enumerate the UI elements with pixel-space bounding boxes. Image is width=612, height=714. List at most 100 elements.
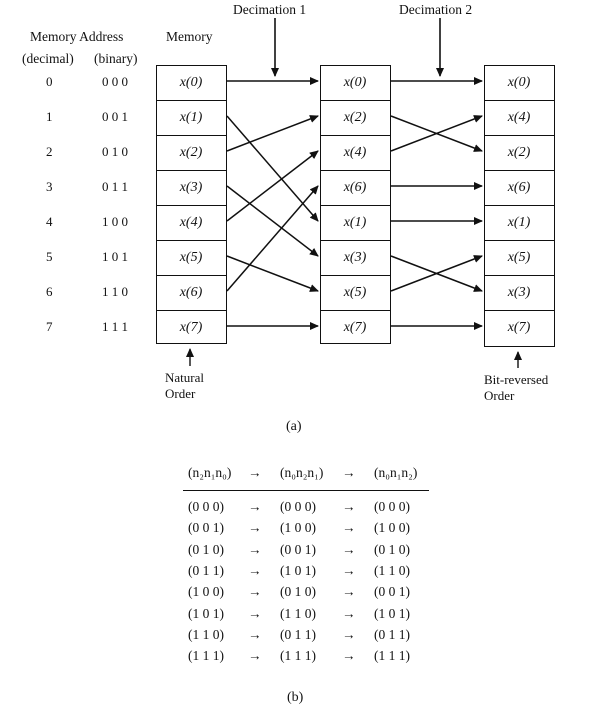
cell-divider — [157, 310, 226, 311]
memory-cell: x(4) — [343, 144, 367, 160]
natural-order-label-line1: Natural — [165, 370, 204, 385]
memory-cell: x(3) — [507, 284, 531, 300]
table-cell: (1 0 0) — [188, 584, 224, 600]
table-arrow: → — [342, 648, 356, 664]
address-binary: 0 1 1 — [102, 179, 128, 194]
address-decimal: 4 — [46, 214, 53, 229]
memory-column-bit-reversed: x(0)x(4)x(2)x(6)x(1)x(5)x(3)x(7) — [484, 65, 555, 347]
reorder-arrow — [390, 115, 483, 152]
table-cell: (0 0 1) — [188, 520, 224, 536]
decimation-2-label: Decimation 2 — [399, 2, 473, 17]
table-arrow: → — [342, 605, 356, 621]
address-binary: 0 1 0 — [102, 144, 128, 159]
memory-cell: x(5) — [507, 249, 531, 265]
table-cell: (0 0 1) — [280, 541, 316, 557]
table-cell: (0 1 1) — [374, 626, 410, 642]
reorder-arrow — [226, 115, 319, 222]
memory-cell: x(2) — [343, 109, 367, 125]
table-arrow: → — [342, 541, 356, 557]
table-cell: (1 1 1) — [280, 648, 316, 664]
table-cell: (1 0 1) — [280, 562, 316, 578]
memory-cell: x(1) — [179, 109, 203, 125]
table-arrow: → — [248, 562, 262, 578]
cell-divider — [321, 170, 390, 171]
memory-cell: x(4) — [179, 214, 203, 230]
address-binary: 1 0 1 — [102, 249, 128, 264]
cell-divider — [321, 275, 390, 276]
table-cell: (1 1 1) — [374, 648, 410, 664]
memory-header: Memory — [166, 29, 213, 44]
memory-cell: x(0) — [179, 74, 203, 90]
memory-cell: x(1) — [343, 214, 367, 230]
memory-cell: x(7) — [343, 319, 367, 335]
decimal-header: (decimal) — [22, 51, 74, 66]
table-arrow: → — [248, 541, 262, 557]
table-cell: (1 1 0) — [374, 562, 410, 578]
memory-cell: x(6) — [179, 284, 203, 300]
cell-divider — [321, 240, 390, 241]
table-cell: (0 1 0) — [188, 541, 224, 557]
natural-order-label-line2: Order — [165, 386, 196, 401]
bit-reversed-label-line2: Order — [484, 388, 515, 403]
table-cell: (1 0 0) — [280, 520, 316, 536]
memory-cell: x(7) — [179, 319, 203, 335]
address-binary: 1 0 0 — [102, 214, 128, 229]
bit-reversed-label-line1: Bit-reversed — [484, 372, 549, 387]
table-cell: (0 0 0) — [374, 499, 410, 514]
memory-cell: x(3) — [179, 179, 203, 195]
cell-divider — [485, 205, 554, 206]
memory-cell: x(5) — [343, 284, 367, 300]
caption-a: (a) — [286, 419, 302, 434]
cell-divider — [157, 205, 226, 206]
table-cell: (0 0 0) — [280, 499, 316, 514]
address-binary: 1 1 0 — [102, 284, 128, 299]
cell-divider — [485, 275, 554, 276]
cell-divider — [321, 310, 390, 311]
table-arrow: → — [342, 626, 356, 642]
table-divider — [183, 490, 429, 491]
table-cell: (0 1 1) — [188, 562, 224, 578]
memory-cell: x(3) — [343, 249, 367, 265]
table-arrow: → — [248, 648, 262, 664]
cell-divider — [485, 100, 554, 101]
table-arrow: → — [248, 465, 262, 480]
table-arrow: → — [342, 499, 356, 514]
caption-b: (b) — [287, 690, 304, 705]
table-cell: (0 0 0) — [188, 499, 224, 514]
decimation-1-label: Decimation 1 — [233, 2, 307, 17]
cell-divider — [485, 240, 554, 241]
memory-cell: x(0) — [507, 74, 531, 90]
cell-divider — [157, 275, 226, 276]
binary-header: (binary) — [94, 51, 138, 66]
memory-cell: x(2) — [507, 144, 531, 160]
table-cell: (n₀n₂n₁) — [280, 465, 324, 480]
reorder-arrow — [226, 185, 319, 292]
address-decimal: 1 — [46, 109, 53, 124]
table-cell: (1 1 1) — [188, 648, 224, 664]
cell-divider — [485, 170, 554, 171]
table-cell: (1 1 0) — [280, 605, 316, 621]
memory-cell: x(7) — [507, 319, 531, 335]
address-decimal: 0 — [46, 74, 53, 89]
table-cell: (0 1 0) — [374, 541, 410, 557]
reorder-arrow — [226, 255, 319, 292]
cell-divider — [157, 170, 226, 171]
reorder-arrow — [390, 255, 483, 292]
cell-divider — [157, 100, 226, 101]
memory-cell: x(6) — [507, 179, 531, 195]
cell-divider — [157, 135, 226, 136]
table-arrow: → — [342, 520, 356, 536]
reorder-arrow — [226, 150, 319, 222]
table-arrow: → — [248, 605, 262, 621]
cell-divider — [321, 100, 390, 101]
table-arrow: → — [342, 562, 356, 578]
table-cell: (1 0 1) — [374, 605, 410, 621]
address-binary: 1 1 1 — [102, 319, 128, 334]
table-arrow: → — [248, 520, 262, 536]
cell-divider — [485, 310, 554, 311]
reorder-arrow — [226, 115, 319, 152]
table-cell: (1 0 0) — [374, 520, 410, 536]
reorder-arrow — [226, 185, 319, 257]
table-arrow: → — [342, 465, 356, 480]
cell-divider — [321, 205, 390, 206]
